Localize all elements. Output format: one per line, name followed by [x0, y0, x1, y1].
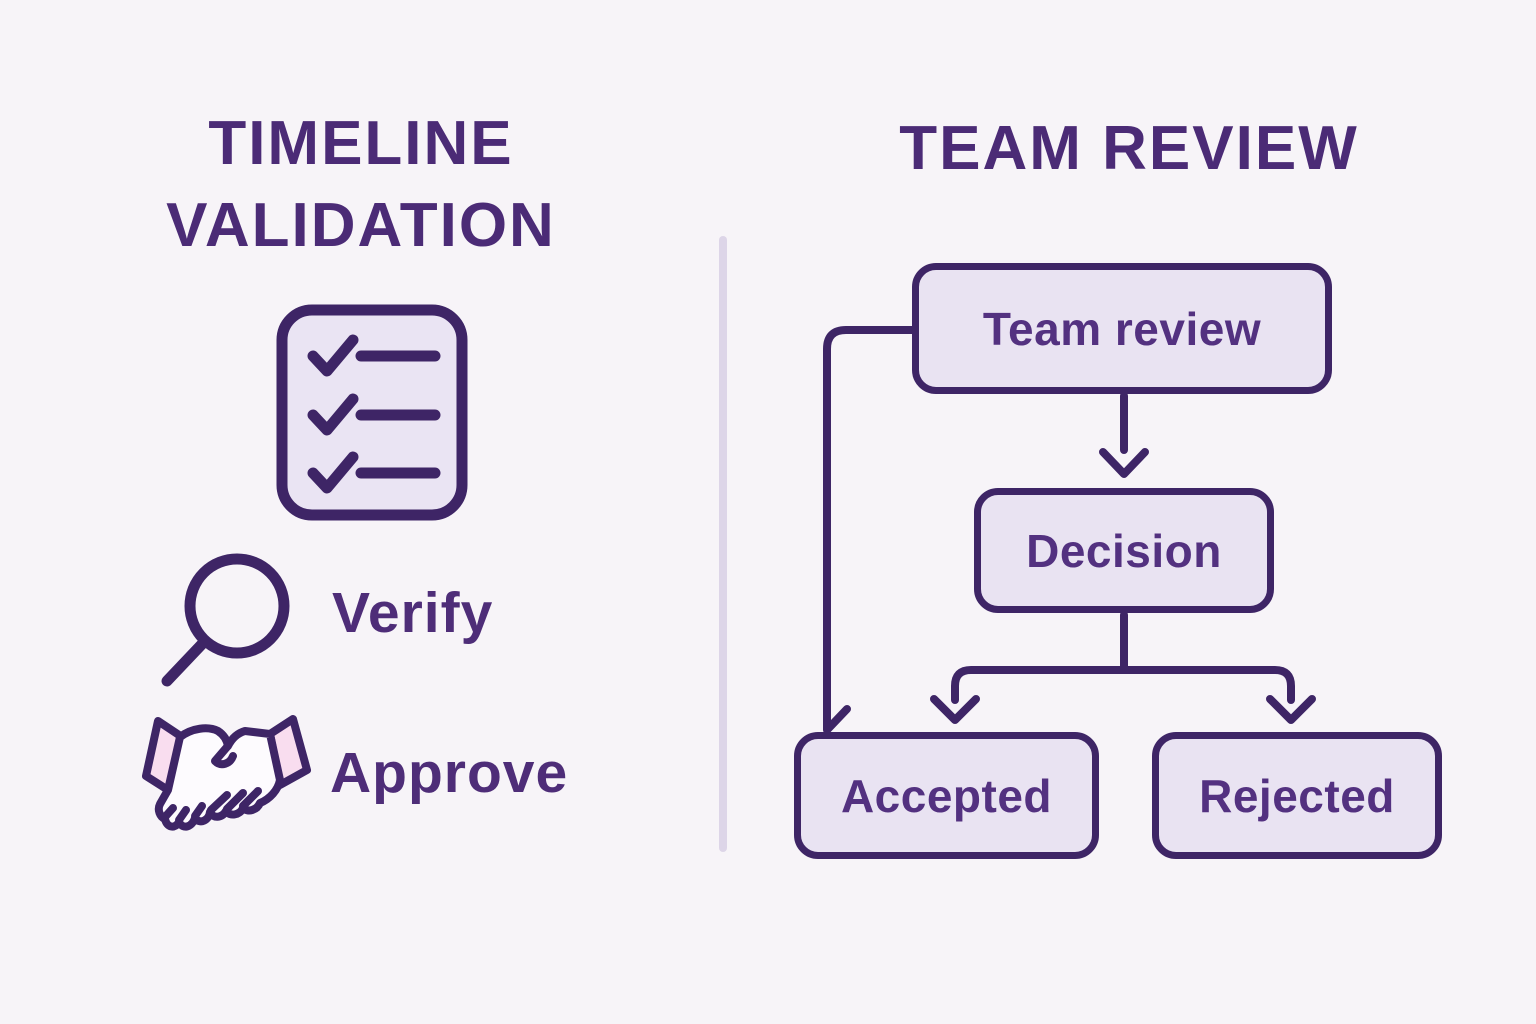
approve-label: Approve — [330, 741, 569, 805]
node-rejected-label: Rejected — [1199, 769, 1395, 822]
handshake-icon — [142, 715, 311, 831]
left-title-line1: TIMELINE — [208, 109, 514, 178]
left-title-line2: VALIDATION — [166, 191, 556, 261]
panel-divider — [719, 236, 727, 852]
node-team-review-label: Team review — [982, 302, 1262, 355]
left-panel-title: TIMELINE VALIDATION — [0, 103, 722, 268]
edge-decision-to-rejected-arrowhead — [1266, 695, 1316, 724]
right-panel-title: TEAM REVIEW — [899, 114, 1359, 183]
node-decision: Decision — [974, 488, 1274, 613]
node-accepted-label: Accepted — [840, 769, 1053, 822]
node-decision-label: Decision — [1026, 524, 1222, 577]
node-rejected: Rejected — [1152, 732, 1442, 859]
edge-teamreview-to-accepted — [823, 326, 916, 734]
node-accepted: Accepted — [794, 732, 1099, 859]
verify-label: Verify — [332, 581, 494, 645]
magnifier-icon — [161, 553, 290, 687]
edge-decision-to-accepted-arrowhead — [930, 695, 980, 724]
edge-decision-branch — [951, 611, 1295, 704]
edge-teamreview-to-decision — [1099, 392, 1149, 478]
node-team-review: Team review — [912, 263, 1332, 394]
checklist-icon — [276, 304, 468, 521]
